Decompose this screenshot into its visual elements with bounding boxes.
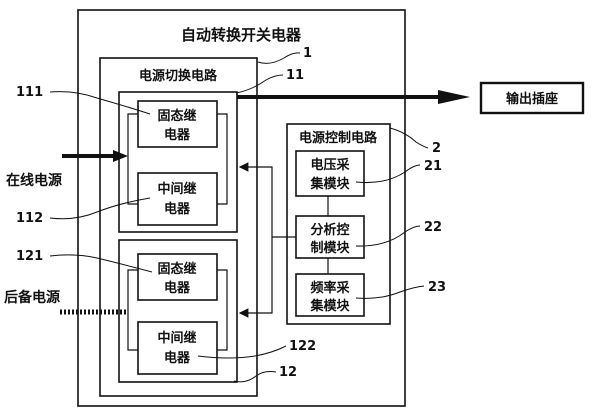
ref-2: 2 (432, 141, 441, 156)
leader-11 (235, 74, 284, 94)
output-arrowhead (438, 90, 470, 104)
group2-ssr-line2: 电器 (164, 280, 191, 296)
group2-solid-state-relay (137, 253, 218, 301)
leader-22 (355, 225, 421, 247)
analysis-module-line2: 制模块 (310, 240, 350, 256)
output-socket-label: 输出插座 (506, 91, 558, 107)
power-control-circuit-label: 电源控制电路 (299, 130, 378, 146)
leader-112 (49, 197, 151, 220)
voltage-module-line2: 集模块 (309, 176, 350, 192)
ref-122: 122 (289, 339, 316, 354)
control-arrow-to-group2 (238, 237, 273, 318)
group2-right-bus (217, 269, 228, 351)
voltage-acquisition-module (295, 150, 365, 197)
ref-121: 121 (16, 249, 43, 264)
ref-23: 23 (428, 280, 446, 295)
online-power-arrowhead (113, 150, 128, 162)
ref-11: 11 (286, 68, 304, 83)
power-switch-circuit-label: 电源切换电路 (139, 68, 218, 84)
frequency-acquisition-module (295, 273, 365, 317)
analysis-module-line1: 分析控 (310, 222, 349, 238)
group1-left-bus (127, 113, 138, 205)
group2-ir-line1: 中间继 (157, 330, 196, 346)
group1-intermediate-relay (137, 172, 218, 226)
output-socket-box (479, 81, 585, 115)
backup-power-label: 后备电源 (4, 289, 60, 306)
group2-ir-line2: 电器 (164, 350, 191, 366)
group1-ir-line1: 中间继 (157, 181, 196, 197)
group1-right-bus (217, 113, 228, 205)
ref-21: 21 (424, 159, 442, 174)
leader-122 (197, 345, 287, 359)
ref-1: 1 (303, 46, 312, 61)
group1-ir-line2: 电器 (164, 201, 191, 217)
ref-112: 112 (16, 211, 43, 226)
group2-ssr-line1: 固态继 (157, 261, 196, 277)
ref-111: 111 (16, 85, 43, 100)
ref-22: 22 (424, 220, 442, 235)
group1-solid-state-relay (137, 100, 218, 148)
frequency-module-line2: 集模块 (309, 298, 350, 314)
leader-21 (355, 164, 421, 183)
leader-12 (233, 371, 277, 383)
leader-111 (49, 91, 151, 115)
group2-intermediate-relay (137, 321, 218, 375)
control-arrow-to-group1 (238, 162, 296, 238)
leader-121 (49, 254, 153, 273)
online-power-label: 在线电源 (6, 172, 62, 189)
voltage-module-line1: 电压采 (310, 157, 350, 173)
group2-left-bus (127, 269, 138, 351)
leader-1 (257, 52, 301, 64)
frequency-module-line1: 频率采 (310, 280, 350, 296)
leader-23 (355, 285, 425, 299)
analysis-control-module (295, 215, 365, 259)
group1-ssr-line2: 电器 (164, 127, 191, 143)
group1-ssr-line1: 固态继 (157, 108, 196, 124)
ref-12: 12 (279, 365, 297, 380)
leader-2 (389, 127, 429, 149)
device-title: 自动转换开关电器 (181, 26, 302, 44)
